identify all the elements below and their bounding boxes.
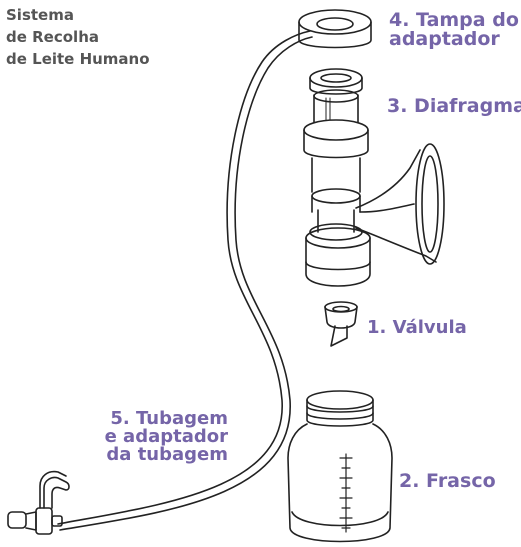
label-adapter-cap: 4. Tampa do adaptador: [389, 11, 519, 49]
diaphragm-icon: [310, 69, 362, 122]
valve-icon: [325, 302, 357, 346]
tubing-adapter-icon: [8, 472, 69, 534]
adapter-cap-icon: [299, 10, 371, 48]
pump-body-icon: [304, 120, 370, 286]
label-tubing-line-3: da tubagem: [92, 446, 228, 464]
label-adapter-cap-line-2: adaptador: [389, 30, 519, 49]
label-valve: 1. Válvula: [367, 317, 467, 339]
label-diaphragm: 3. Diafragma: [387, 95, 521, 117]
bottle-icon: [288, 391, 392, 542]
label-bottle: 2. Frasco: [399, 470, 496, 492]
label-tubing: 5. Tubagem e adaptador da tubagem: [92, 410, 228, 464]
